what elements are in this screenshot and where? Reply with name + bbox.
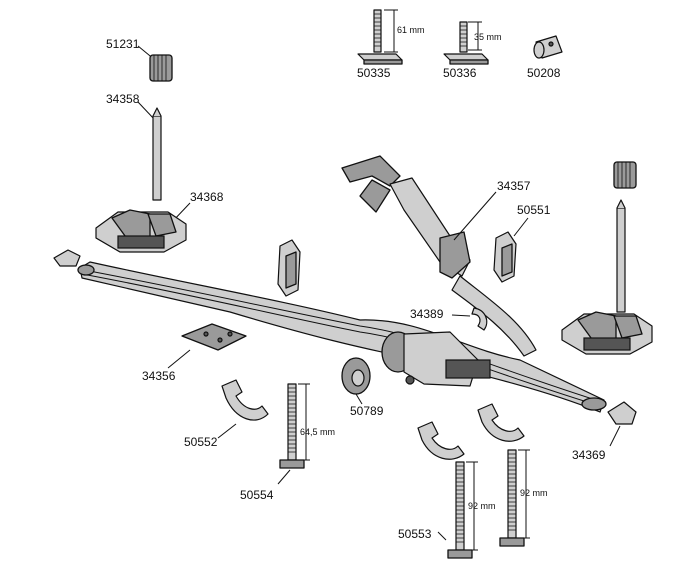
dim-64-5mm: 64,5 mm <box>300 427 335 437</box>
label-50551: 50551 <box>517 203 551 217</box>
clamp-34368 <box>95 209 187 253</box>
tbolt-35mm <box>443 21 489 65</box>
bracket-50553-left <box>417 421 465 460</box>
label-50789: 50789 <box>350 404 384 418</box>
bracket-50553-right <box>477 403 525 442</box>
label-50553: 50553 <box>398 527 432 541</box>
label-34358: 34358 <box>106 92 140 106</box>
clip-34389 <box>471 307 488 331</box>
bolt-50554 <box>279 383 310 469</box>
label-51231: 51231 <box>106 37 140 51</box>
dim-61mm: 61 mm <box>397 25 425 35</box>
bolt-50553-b <box>499 449 530 547</box>
label-50552: 50552 <box>184 435 218 449</box>
knob-50789 <box>341 357 371 395</box>
dim-92mm-a: 92 mm <box>468 501 496 511</box>
label-34356: 34356 <box>142 369 176 383</box>
label-34369: 34369 <box>572 448 606 462</box>
bolt-50553-a <box>447 461 478 559</box>
barrel-nut <box>533 35 563 59</box>
lock-knob-assembly <box>381 331 491 387</box>
bracket-50552 <box>221 379 269 421</box>
label-34357: 34357 <box>497 179 531 193</box>
label-50335: 50335 <box>357 66 391 80</box>
rod-right <box>616 199 626 313</box>
pad-mount-center <box>277 239 301 297</box>
cap-51231 <box>149 54 173 82</box>
main-rail <box>77 261 607 413</box>
dim-92mm-b: 92 mm <box>520 488 548 498</box>
clamp-right <box>561 311 653 355</box>
rubber-pad-left <box>53 249 81 267</box>
label-50208: 50208 <box>527 66 561 80</box>
tbolt-61mm <box>357 9 403 65</box>
pad-mount-50551 <box>493 231 517 283</box>
label-34389: 34389 <box>410 307 444 321</box>
cap-right <box>613 161 637 189</box>
label-34368: 34368 <box>190 190 224 204</box>
label-50554: 50554 <box>240 488 274 502</box>
frame-holder-34357 <box>341 155 537 357</box>
dim-35mm: 35 mm <box>474 32 502 42</box>
label-50336: 50336 <box>443 66 477 80</box>
end-cap-34369 <box>607 401 637 425</box>
rod-34358 <box>152 107 162 201</box>
plate-34356 <box>181 323 247 351</box>
